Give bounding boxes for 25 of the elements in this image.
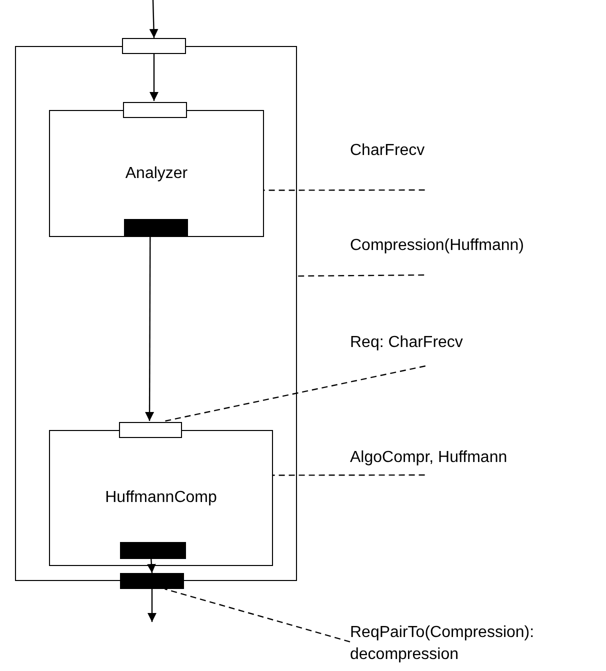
port-bar: [120, 573, 184, 589]
leader-line: [165, 365, 426, 422]
annotation-label: Req: CharFrecv: [350, 332, 480, 366]
component-name: HuffmannComp: [105, 489, 217, 507]
annotation-label: Compression(Huffmann): [350, 235, 540, 275]
component-name: Analyzer: [125, 164, 188, 182]
arrow: [150, 54, 158, 101]
leader-line: [164, 588, 350, 642]
arrow: [146, 556, 156, 574]
port-bar: [124, 219, 188, 237]
arrow: [148, 589, 156, 622]
port-box: [15, 46, 297, 581]
annotation-label: CharFrecv: [350, 140, 460, 190]
leader-line: [272, 474, 425, 476]
annotation-label: ReqPairTo(Compression): decompression: [350, 622, 550, 666]
port-box: [122, 38, 186, 54]
component-box: [49, 110, 264, 237]
arrow: [149, 0, 158, 38]
port-box: [119, 422, 182, 438]
arrow: [145, 235, 154, 421]
port-box: [123, 102, 187, 118]
leader-line: [297, 274, 424, 277]
annotation-label: AlgoCompr, Huffmann: [350, 447, 520, 475]
component-box: [49, 430, 273, 566]
port-bar: [120, 542, 186, 559]
